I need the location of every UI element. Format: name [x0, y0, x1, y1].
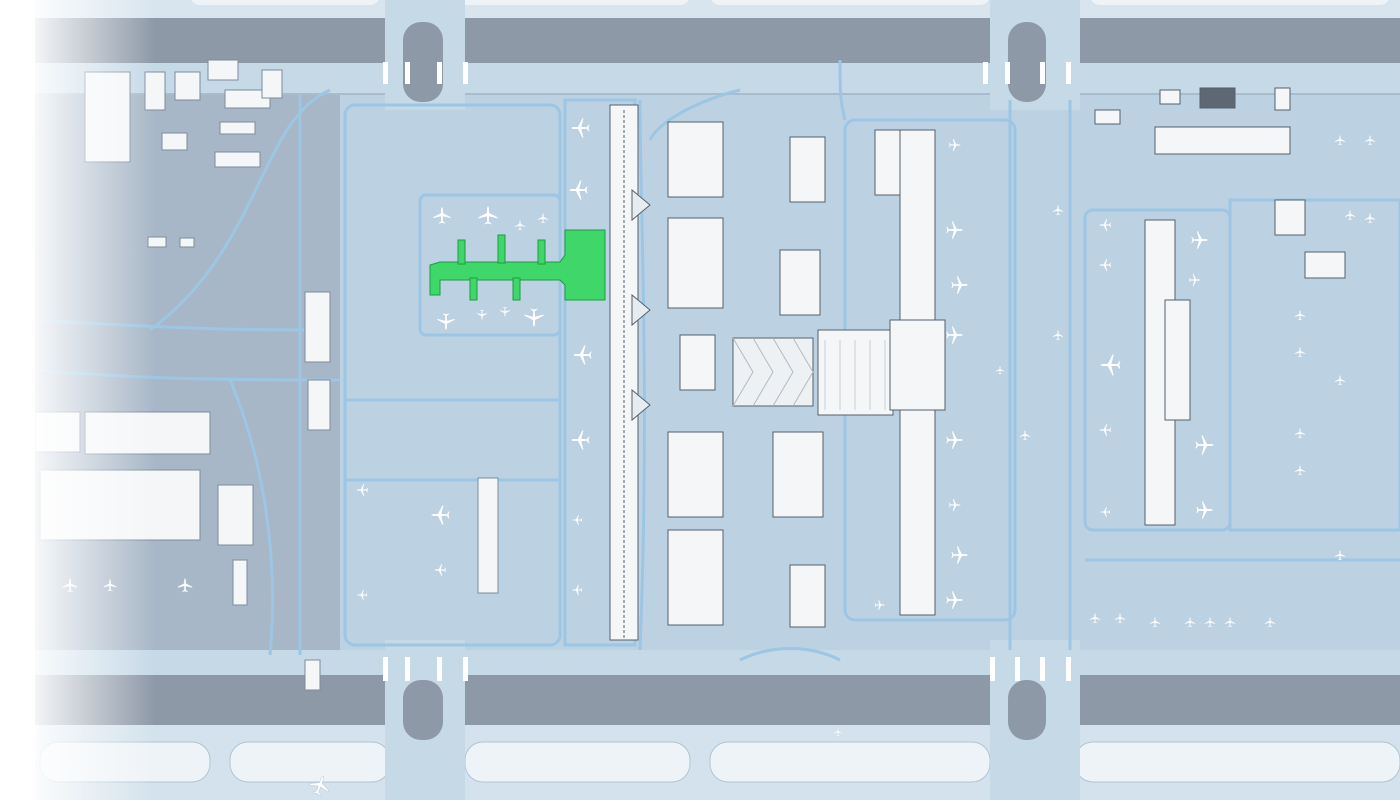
bridge-markers: [383, 62, 1071, 681]
central-terminal: [732, 329, 894, 416]
runway-pads-north: [191, 0, 1389, 5]
runway-north: [35, 18, 1400, 63]
runway-south: [35, 675, 1400, 725]
taxiway-north: [35, 63, 1400, 93]
concourse-c: [1144, 219, 1191, 526]
taxiway-south: [35, 650, 1400, 675]
satellite-concourse-highlighted[interactable]: [429, 229, 606, 301]
concourse-b: [889, 129, 946, 616]
east-buildings: [1094, 87, 1346, 279]
parking-garages: [667, 121, 901, 628]
concourse-a: [609, 104, 651, 641]
runway-pads-south: [39, 741, 1400, 783]
left-fade: [35, 0, 155, 800]
